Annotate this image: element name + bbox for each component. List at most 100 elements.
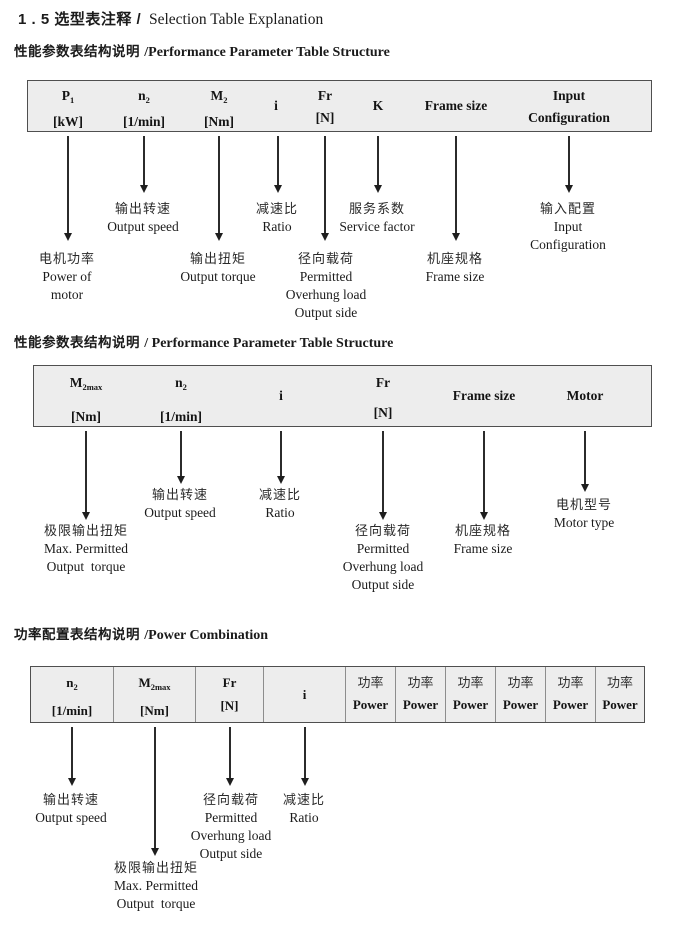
callout-line-cn: 机座规格 <box>454 523 512 538</box>
power-header-en: Power <box>402 697 439 712</box>
callout-line-en: Motor type <box>553 515 615 530</box>
power-header-en: Power <box>602 697 638 712</box>
performance-table-2: M2max[Nm] n2[1/min] i Fr[N] Frame size M… <box>33 365 652 427</box>
col-m2max-subscript: 2max <box>82 382 103 392</box>
col-n2: n2[1/min] <box>31 667 114 722</box>
down-arrow <box>379 431 386 520</box>
callout-output-speed: 输出转速 Output speed <box>107 200 179 236</box>
col-n2-symbol: n <box>66 675 74 690</box>
col-n2-unit: [1/min] <box>160 409 202 424</box>
section1-heading-cn: 性能参数表结构说明 <box>14 44 145 59</box>
callout-line-en: Input <box>553 219 583 234</box>
down-arrow <box>226 727 233 786</box>
down-arrow <box>374 136 381 193</box>
callout-ratio: 减速比 Ratio <box>283 791 325 827</box>
down-arrow <box>82 431 89 520</box>
callout-line-en: Output torque <box>116 896 196 911</box>
down-arrow <box>452 136 459 241</box>
col-n2-symbol: n <box>138 88 146 103</box>
power-header-en: Power <box>352 697 389 712</box>
col-fr: Fr [N] <box>316 81 335 126</box>
col-frame-size: Frame size <box>425 81 488 114</box>
callout-line-en: Overhung load <box>342 559 424 574</box>
col-m2max-unit: [Nm] <box>140 703 169 718</box>
down-arrow <box>177 431 184 484</box>
callout-line-en: Max. Permitted <box>113 878 198 893</box>
down-arrow <box>151 727 158 856</box>
col-k-symbol: K <box>372 98 384 113</box>
col-fr-unit: [N] <box>220 698 239 713</box>
power-header-en: Power <box>502 697 539 712</box>
callout-line-cn: 极限输出扭矩 <box>43 523 129 538</box>
col-i-symbol: i <box>274 98 278 113</box>
col-m2max-unit: [Nm] <box>71 409 101 424</box>
callout-line-cn: 输入配置 <box>539 201 596 216</box>
col-m2-subscript: 2 <box>223 95 228 105</box>
power-header-en: Power <box>452 697 489 712</box>
down-arrow <box>277 431 284 484</box>
power-header-cn: 功率 <box>557 675 584 690</box>
col-power-5: 功率 Power <box>546 667 596 722</box>
section3-heading-en: /Power Combination <box>144 628 269 643</box>
callout-line-en: Ratio <box>265 505 295 520</box>
callout-line-en: Output speed <box>144 505 216 520</box>
down-arrow <box>274 136 281 193</box>
col-i: i <box>274 81 278 114</box>
callout-line-cn: 径向载荷 <box>354 523 412 538</box>
callout-line-en: Ratio <box>289 810 319 825</box>
callout-line-en: Power of <box>42 269 92 284</box>
power-header-cn: 功率 <box>507 675 534 690</box>
col-m2max-subscript: 2max <box>150 682 171 692</box>
callout-line-en: Service factor <box>339 219 415 234</box>
col-motor-label: Motor <box>566 388 604 403</box>
callout-line-cn: 服务系数 <box>348 201 405 216</box>
col-fr: Fr[N] <box>196 667 264 722</box>
col-input-line2: Configuration <box>528 110 610 125</box>
callout-line-cn: 电机型号 <box>555 497 612 512</box>
callout-line-cn: 径向载荷 <box>297 251 355 266</box>
down-arrow <box>140 136 147 193</box>
down-arrow <box>68 727 75 786</box>
down-arrow <box>480 431 487 520</box>
callout-line-en: Ratio <box>262 219 292 234</box>
callout-line-cn: 输出转速 <box>151 487 208 502</box>
callout-line-cn: 减速比 <box>282 792 326 807</box>
col-fr-symbol: Fr <box>317 88 333 103</box>
col-n2-subscript: 2 <box>182 382 187 392</box>
col-k: K <box>373 81 384 114</box>
page-title-en: Selection Table Explanation <box>141 11 324 28</box>
callout-line-en: Output speed <box>107 219 179 234</box>
col-p1-subscript: 1 <box>70 95 75 105</box>
callout-line-cn: 电机功率 <box>38 251 96 266</box>
power-header-en: Power <box>552 697 589 712</box>
callout-line-en: Overhung load <box>285 287 367 302</box>
col-fr: Fr[N] <box>374 366 393 421</box>
col-n2-unit: [1/min] <box>123 114 165 129</box>
col-fr-unit: [N] <box>315 110 335 125</box>
col-frame-size-label: Frame size <box>424 98 488 113</box>
callout-line-cn: 减速比 <box>255 201 299 216</box>
section2-heading-cn: 性能参数表结构说明 <box>14 335 145 350</box>
col-p1-symbol: P <box>61 88 70 103</box>
col-p1: P1[kW] <box>53 81 83 130</box>
callout-line-cn: 输出转速 <box>114 201 171 216</box>
callout-line-cn: 径向载荷 <box>202 792 260 807</box>
down-arrow <box>301 727 308 786</box>
callout-service-factor: 服务系数 Service factor <box>339 200 414 236</box>
col-power-4: 功率 Power <box>496 667 546 722</box>
col-i-symbol: i <box>302 687 307 702</box>
col-motor: Motor <box>567 366 604 404</box>
